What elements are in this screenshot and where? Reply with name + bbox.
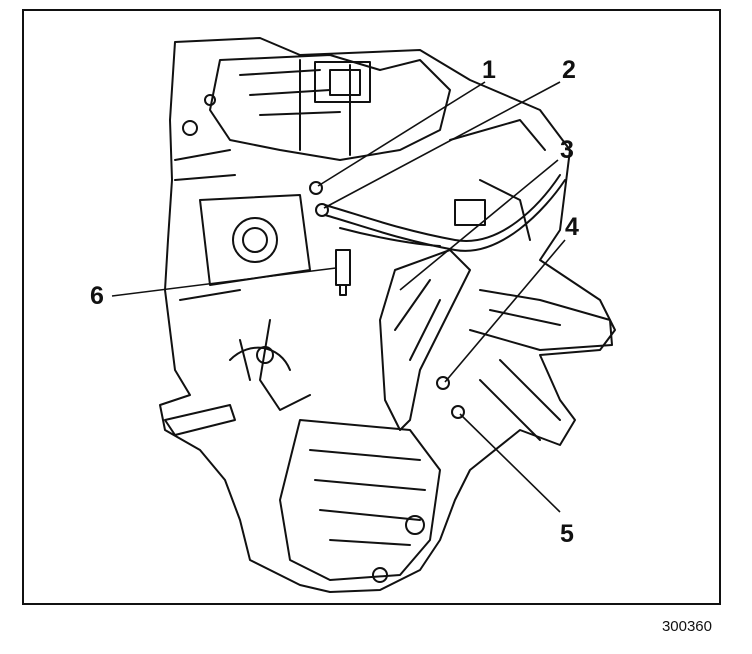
callout-1: 1 <box>482 56 496 84</box>
leader-line-6 <box>111 267 337 297</box>
pipe-bracket <box>379 249 471 431</box>
intake-manifold <box>209 54 451 161</box>
callout-3: 3 <box>560 136 574 164</box>
callout-6: 6 <box>90 282 104 310</box>
callout-2: 2 <box>562 56 576 84</box>
callout-4: 4 <box>565 213 579 241</box>
leader-line-3 <box>399 159 559 291</box>
fuel-line <box>324 174 561 242</box>
sensor-6 <box>335 249 351 286</box>
callout-5: 5 <box>560 520 574 548</box>
leader-line-5 <box>459 413 561 513</box>
leader-line-2 <box>323 81 561 209</box>
leader-line-4 <box>444 239 566 383</box>
clip-1 <box>309 181 323 195</box>
figure-id: 300360 <box>661 618 712 635</box>
leader-line-1 <box>317 81 486 187</box>
throttle-body <box>232 217 278 263</box>
transaxle-housing <box>279 419 441 581</box>
clip-2 <box>315 203 329 217</box>
engine-outline <box>159 37 616 593</box>
bolt-4 <box>436 376 450 390</box>
exhaust-pipe <box>469 289 613 351</box>
bolt-5 <box>451 405 465 419</box>
